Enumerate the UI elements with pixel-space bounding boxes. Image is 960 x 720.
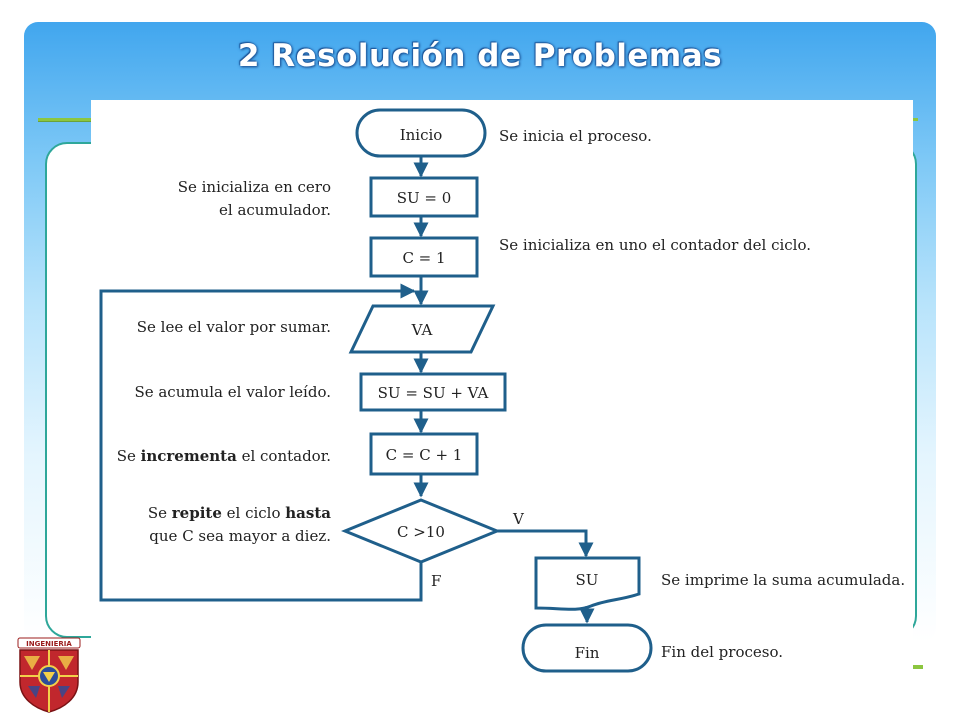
flowchart-panel: Inicio Se inicia el proceso. SU = 0 Se i… xyxy=(91,100,913,680)
read-va-label: VA xyxy=(411,321,433,339)
flowchart-diagram: Inicio Se inicia el proceso. SU = 0 Se i… xyxy=(99,108,905,673)
green-rule-right xyxy=(912,118,918,121)
init-su-note-line1: Se inicializa en cero xyxy=(178,178,331,196)
end-terminator xyxy=(521,623,653,673)
print-su-note: Se imprime la suma acumulada. xyxy=(661,571,905,589)
end-label: Fin xyxy=(575,644,600,662)
start-note: Se inicia el proceso. xyxy=(499,127,652,145)
end-note: Fin del proceso. xyxy=(661,643,783,661)
read-va-note: Se lee el valor por sumar. xyxy=(137,318,331,336)
start-label: Inicio xyxy=(400,126,443,144)
accumulate-label: SU = SU + VA xyxy=(378,384,489,402)
process-init-su xyxy=(369,176,479,218)
decision-note-line1: Se repite el ciclo hasta xyxy=(148,504,331,522)
loop-back-line xyxy=(99,283,423,602)
engineering-logo: INGENIERIA xyxy=(10,636,88,714)
output-print-su xyxy=(534,556,641,611)
logo-text: INGENIERIA xyxy=(26,640,72,648)
true-branch-label: V xyxy=(512,510,525,528)
input-read-va xyxy=(348,304,496,354)
slide-title: 2 Resolución de Problemas xyxy=(237,38,723,74)
green-rule-left xyxy=(38,118,94,122)
init-su-label: SU = 0 xyxy=(397,189,452,207)
false-branch-label: F xyxy=(431,572,441,590)
true-branch-line xyxy=(497,529,594,558)
increment-note: Se incrementa el contador. xyxy=(117,447,331,465)
print-su-label: SU xyxy=(576,571,599,589)
init-su-note-line2: el acumulador. xyxy=(219,201,331,219)
process-increment xyxy=(369,432,479,476)
accumulate-note: Se acumula el valor leído. xyxy=(134,383,331,401)
decision-note-line2: que C sea mayor a diez. xyxy=(149,527,331,545)
decision-c-greater-10 xyxy=(341,498,501,564)
init-c-label: C = 1 xyxy=(402,249,445,267)
process-accumulate xyxy=(359,372,507,412)
increment-label: C = C + 1 xyxy=(386,446,463,464)
green-accent-mark xyxy=(911,665,923,669)
process-init-c xyxy=(369,236,479,278)
init-c-note: Se inicializa en uno el contador del cic… xyxy=(499,236,811,254)
decision-label: C >10 xyxy=(397,523,445,541)
unam-engineering-shield-icon: INGENIERIA xyxy=(17,637,81,713)
